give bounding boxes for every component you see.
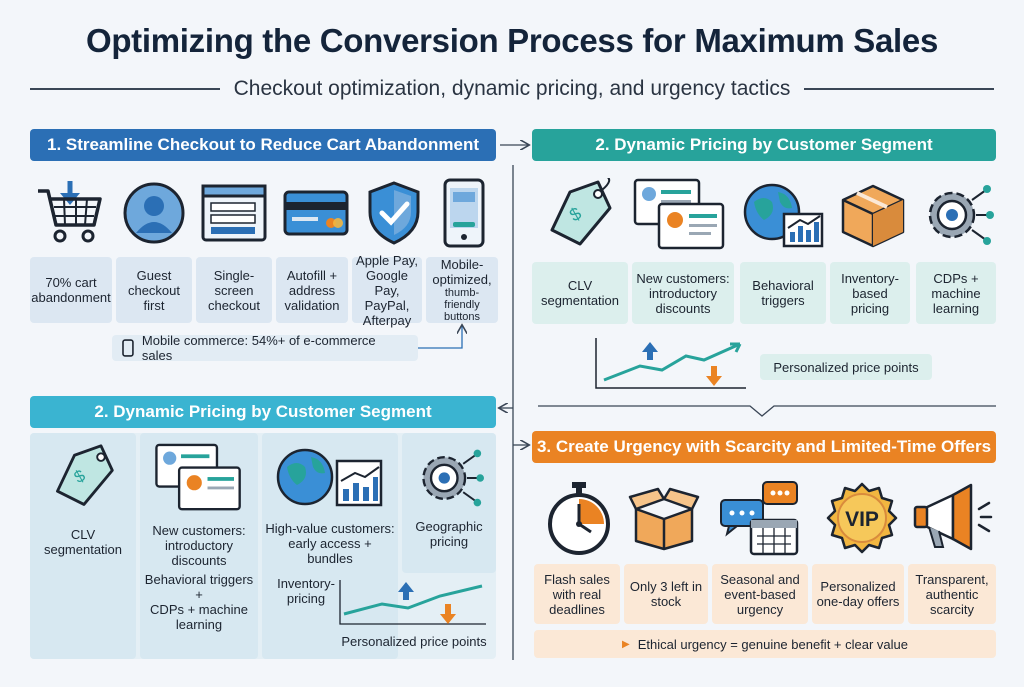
megaphone-icon [908,478,998,558]
mobile-small-icon [122,339,134,357]
card-autofill: Autofill + address validation [276,257,348,323]
user-avatar-icon [116,178,192,248]
plus-sign: + [195,587,203,602]
section2-top-banner: 2. Dynamic Pricing by Customer Segment [532,129,996,161]
clv-bottom-label: CLV segmentation [43,527,123,557]
login-form-icon [196,178,272,248]
divider-left [30,88,220,90]
mobile-commerce-text: Mobile commerce: 54%+ of e-commerce sale… [141,333,376,363]
profile-cards-icon-bottom [151,441,247,515]
card-inventory-top: Inventory-based pricing [830,262,910,324]
thumb-friendly-label: thumb-friendly buttons [443,287,481,323]
gear-network-icon [916,176,998,254]
ethical-urgency-note: ▶ Ethical urgency = genuine benefit + cl… [534,630,996,658]
section3-banner: 3. Create Urgency with Scarcity and Limi… [532,431,996,463]
card-new-customers-bottom: New customers: introductory discounts Be… [140,433,258,659]
price-trend-icon [590,336,750,392]
card-clv-segmentation-bottom: $ CLV segmentation [30,433,136,659]
shopping-cart-icon [32,178,108,248]
price-tag-icon: $ [534,176,624,254]
geographic-label: Geographic pricing [415,519,483,549]
inventory-pricing-label: Inventory-pricing [277,576,335,606]
shield-check-icon [356,178,432,248]
box-icon [832,176,914,254]
mobile-optimized-label: Mobile-optimized, [432,257,492,287]
personalized-price-note-bottom: Personalized price points [341,634,487,649]
divider-right [804,88,994,90]
credit-card-icon [278,178,354,248]
card-authentic-scarcity: Transparent, authentic scarcity [908,564,996,624]
card-high-value-bottom: High-value customers: early access + bun… [262,433,398,659]
subtitle-row: Checkout optimization, dynamic pricing, … [30,76,994,102]
smartphone-icon [426,176,502,250]
globe-chart-icon [740,176,826,254]
globe-chart-icon-bottom [270,441,390,515]
card-single-screen: Single-screen checkout [196,257,272,323]
stopwatch-icon [536,478,622,558]
vip-badge-icon: VIP [820,478,904,558]
high-value-label: High-value customers: early access + bun… [265,521,395,566]
calendar-chat-icon [712,478,806,558]
ethical-urgency-text: Ethical urgency = genuine benefit + clea… [637,636,908,652]
card-guest-checkout: Guest checkout first [116,257,192,323]
section1-banner: 1. Streamline Checkout to Reduce Cart Ab… [30,129,496,161]
card-behavioral-top: Behavioral triggers [740,262,826,324]
triangle-bullet-icon: ▶ [622,638,630,650]
card-payments: Apple Pay, Google Pay, PayPal, Afterpay [352,253,422,328]
behavioral-bottom-label: Behavioral triggers [144,572,254,587]
card-personalized-offers: Personalized one-day offers [812,564,904,624]
card-new-customers-top: New customers: introductory discounts [632,262,734,324]
mobile-commerce-note: Mobile commerce: 54%+ of e-commerce sale… [112,333,418,363]
price-tag-icon-bottom: $ [41,441,125,513]
section2-bottom-banner: 2. Dynamic Pricing by Customer Segment [30,396,496,428]
personalized-price-note-top: Personalized price points [760,354,932,380]
card-seasonal-urgency: Seasonal and event-based urgency [712,564,808,624]
price-trend-icon-bottom [336,578,488,628]
card-cart-abandonment: 70% cart abandonment [30,257,112,323]
card-clv-segmentation-top: CLV segmentation [532,262,628,324]
card-flash-sales: Flash sales with real deadlines [534,564,620,624]
page-subtitle: Checkout optimization, dynamic pricing, … [233,77,791,100]
card-geographic-bottom: Geographic pricing [402,433,496,573]
card-cdps-top: CDPs + machine learning [916,262,996,324]
new-customers-bottom-label: New customers: introductory discounts [152,523,246,568]
gear-network-icon-bottom [409,441,489,515]
profile-cards-icon [632,176,728,254]
card-mobile-optimized: Mobile-optimized, thumb-friendly buttons [426,257,498,323]
card-only-3-left: Only 3 left in stock [624,564,708,624]
vip-text: VIP [845,508,879,531]
open-box-icon [624,478,704,558]
cdps-bottom-label: CDPs + machine learning [150,602,248,632]
page-title: Optimizing the Conversion Process for Ma… [85,22,939,59]
